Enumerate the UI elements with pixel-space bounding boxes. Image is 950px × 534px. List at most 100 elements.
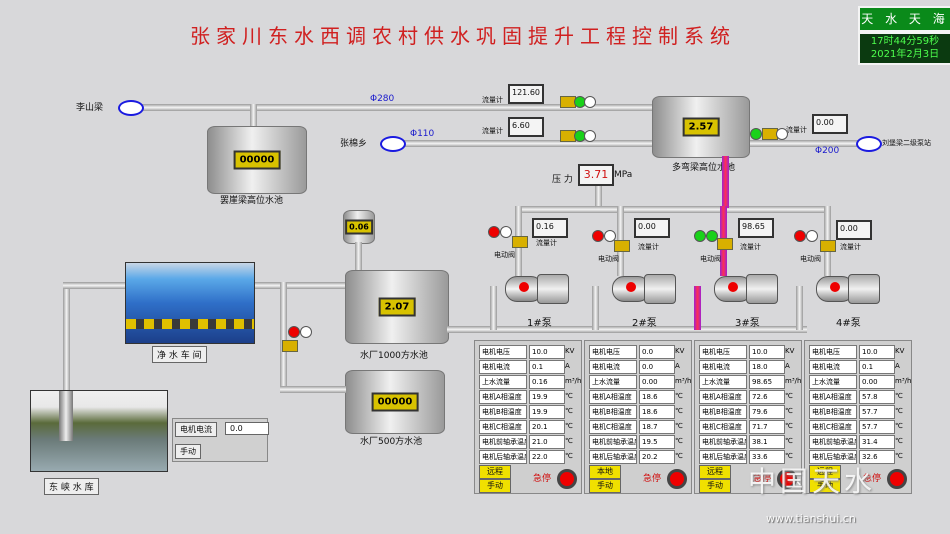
panel-3-manual-button[interactable]: 手动 xyxy=(699,479,731,493)
flowmeter-p3-label: 流量计 xyxy=(740,243,761,251)
panel-1-key-3: 电机A相温度 xyxy=(479,390,527,404)
panel-1-val-2: 0.16 xyxy=(529,375,565,389)
motor-valve-3-label: 电动阀 xyxy=(700,255,721,263)
panel-3-val-2: 98.65 xyxy=(749,375,785,389)
panel-4-estop-button[interactable] xyxy=(887,469,907,489)
flowmeter-top2: 6.60 xyxy=(508,117,544,137)
panel-3-key-2: 上水流量 xyxy=(699,375,747,389)
panel-4-remote-button[interactable]: 远程 xyxy=(809,465,841,479)
motor-valve-4[interactable] xyxy=(820,240,836,252)
pump-3[interactable] xyxy=(714,274,778,304)
panel-4-val-6: 31.4 xyxy=(859,435,895,449)
panel-3-unit-0: KV xyxy=(785,347,795,355)
panel-2-local-button[interactable]: 本地 xyxy=(589,465,621,479)
panel-3-estop-button[interactable] xyxy=(777,469,797,489)
panel-2-val-1: 0.0 xyxy=(639,360,675,374)
panel-4-manual-button[interactable]: 手动 xyxy=(809,479,841,493)
panel-3-val-5: 71.7 xyxy=(749,420,785,434)
panel-1-remote-button[interactable]: 远程 xyxy=(479,465,511,479)
panel-3-val-4: 79.6 xyxy=(749,405,785,419)
place-lishanliang: 李山梁 xyxy=(76,103,104,113)
panel-1-key-2: 上水流量 xyxy=(479,375,527,389)
valve-plant500-status-white xyxy=(300,326,312,338)
panel-3-remote-button[interactable]: 远程 xyxy=(699,465,731,479)
pump-1-label: 1#泵 xyxy=(527,318,552,329)
panel-1-unit-2: m³/h xyxy=(565,377,582,385)
panel-3-val-6: 38.1 xyxy=(749,435,785,449)
panel-4-val-1: 0.1 xyxy=(859,360,895,374)
pipe-suction-2 xyxy=(592,286,599,330)
flowmeter-p2: 0.00 xyxy=(634,218,670,238)
panel-1-unit-1: A xyxy=(565,362,570,370)
panel-2-val-7: 20.2 xyxy=(639,450,675,464)
photo-clean-water-workshop xyxy=(125,262,255,344)
panel-4-estop-label: 急停 xyxy=(863,474,882,484)
pump-4-label: 4#泵 xyxy=(836,318,861,329)
page-title: 张家川东水西调农村供水巩固提升工程控制系统 xyxy=(190,24,736,48)
endpoint-liuboliang[interactable] xyxy=(856,136,882,152)
panel-4-unit-0: KV xyxy=(895,347,905,355)
panel-4-key-1: 电机电流 xyxy=(809,360,857,374)
pipe-discharge-manifold xyxy=(515,206,830,213)
endpoint-lishanliang[interactable] xyxy=(118,100,144,116)
panel-2-estop-button[interactable] xyxy=(667,469,687,489)
panel-2-manual-button[interactable]: 手动 xyxy=(589,479,621,493)
flowmeter-p4: 0.00 xyxy=(836,220,872,240)
pump-2[interactable] xyxy=(612,274,676,304)
flowmeter-p3: 98.65 xyxy=(738,218,774,238)
panel-4-val-2: 0.00 xyxy=(859,375,895,389)
area-reservoir: 东 峡 水 库 xyxy=(44,478,99,495)
pump-3-label: 3#泵 xyxy=(735,318,760,329)
panel-2-estop-label: 急停 xyxy=(643,474,662,484)
flowmeter-p1-label: 流量计 xyxy=(536,239,557,247)
panel-4-key-4: 电机B相温度 xyxy=(809,405,857,419)
panel-1-estop-button[interactable] xyxy=(557,469,577,489)
panel-1-unit-0: KV xyxy=(565,347,575,355)
tank-plant1000-value: 2.07 xyxy=(378,297,416,317)
endpoint-zhangmian[interactable] xyxy=(380,136,406,152)
motor-valve-4-status-white xyxy=(806,230,818,242)
panel-1-manual-button[interactable]: 手动 xyxy=(479,479,511,493)
panel-2-val-6: 19.5 xyxy=(639,435,675,449)
valve-plant500[interactable] xyxy=(282,340,298,352)
tank-jijialiang: 00000 xyxy=(207,126,307,194)
motor-valve-3-status-green xyxy=(694,230,706,242)
pressure-label: 压 力 xyxy=(552,175,573,185)
watermark-logo: 中国天水 xyxy=(748,465,877,498)
panel-4-unit-7: ℃ xyxy=(895,452,903,460)
tank-plant500: 00000 xyxy=(345,370,445,434)
motor-valve-3[interactable] xyxy=(717,238,733,250)
flowmeter-p4-label: 流量计 xyxy=(840,243,861,251)
panel-3-unit-6: ℃ xyxy=(785,437,793,445)
panel-3-unit-2: m³/h xyxy=(785,377,802,385)
panel-4-val-3: 57.8 xyxy=(859,390,895,404)
panel-4-key-6: 电机前轴承温度 xyxy=(809,435,857,449)
panel-2-unit-2: m³/h xyxy=(675,377,692,385)
pipe-plant500-in xyxy=(280,386,346,393)
pipe-d200-label: Φ200 xyxy=(815,146,840,156)
panel-3-val-3: 72.6 xyxy=(749,390,785,404)
panel-4-unit-1: A xyxy=(895,362,900,370)
clock-date: 2021年2月3日 xyxy=(870,49,940,60)
panel-1-val-5: 20.1 xyxy=(529,420,565,434)
panel-3-key-6: 电机前轴承温度 xyxy=(699,435,747,449)
panel-2-val-4: 18.6 xyxy=(639,405,675,419)
weather-badge: 天 水 天 海 xyxy=(858,6,950,32)
flowmeter-p1: 0.16 xyxy=(532,218,568,238)
pump-1[interactable] xyxy=(505,274,569,304)
motor-valve-1[interactable] xyxy=(512,236,528,248)
pump-4[interactable] xyxy=(816,274,880,304)
flowmeter-right-label: 流量计 xyxy=(786,126,807,134)
area-clean-water: 净 水 车 间 xyxy=(152,346,207,363)
panel-3-val-0: 10.0 xyxy=(749,345,785,359)
motor-valve-4-status-red xyxy=(794,230,806,242)
flowmeter-top2-label: 流量计 xyxy=(482,127,503,135)
reservoir-mode-button[interactable]: 手动 xyxy=(175,444,201,459)
valve-right-status-green xyxy=(750,128,762,140)
panel-4-val-7: 32.6 xyxy=(859,450,895,464)
motor-valve-1-label: 电动阀 xyxy=(494,251,515,259)
motor-valve-2[interactable] xyxy=(614,240,630,252)
panel-4-unit-4: ℃ xyxy=(895,407,903,415)
